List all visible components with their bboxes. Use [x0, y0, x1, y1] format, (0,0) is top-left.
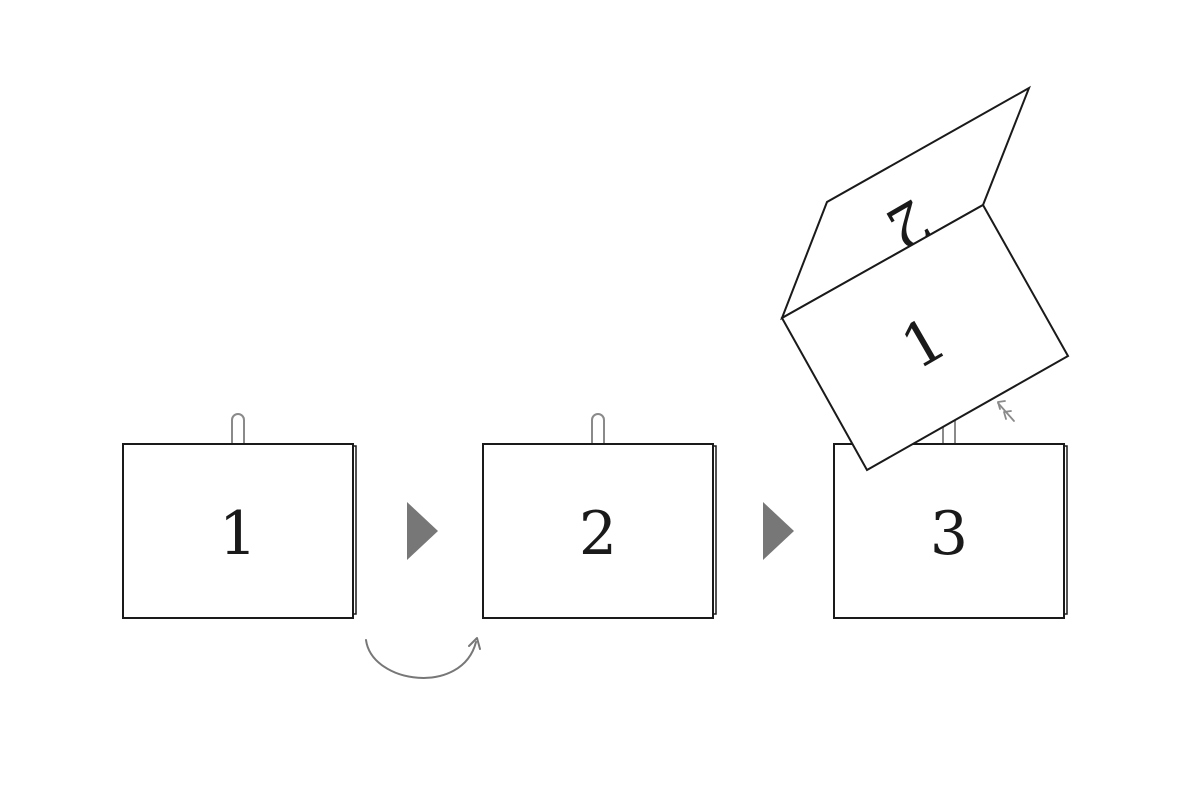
triangle-right-icon	[763, 502, 794, 560]
calendar-card-2: 2	[482, 413, 717, 619]
card-number: 3	[930, 499, 968, 569]
card-front-page	[833, 443, 1065, 619]
flipping-sheet: 2 1	[780, 85, 1070, 472]
card-number: 2	[579, 499, 617, 569]
card-front-page	[122, 443, 354, 619]
triangle-right-icon	[407, 502, 438, 560]
calendar-card-3: 3	[833, 413, 1068, 619]
calendar-card-1: 1	[122, 413, 357, 619]
flipping-sheet-front	[780, 203, 1070, 472]
double-chevron-up-icon	[997, 400, 1015, 422]
card-front-page	[482, 443, 714, 619]
curved-arrow-icon	[365, 637, 481, 679]
card-number: 1	[219, 499, 257, 569]
